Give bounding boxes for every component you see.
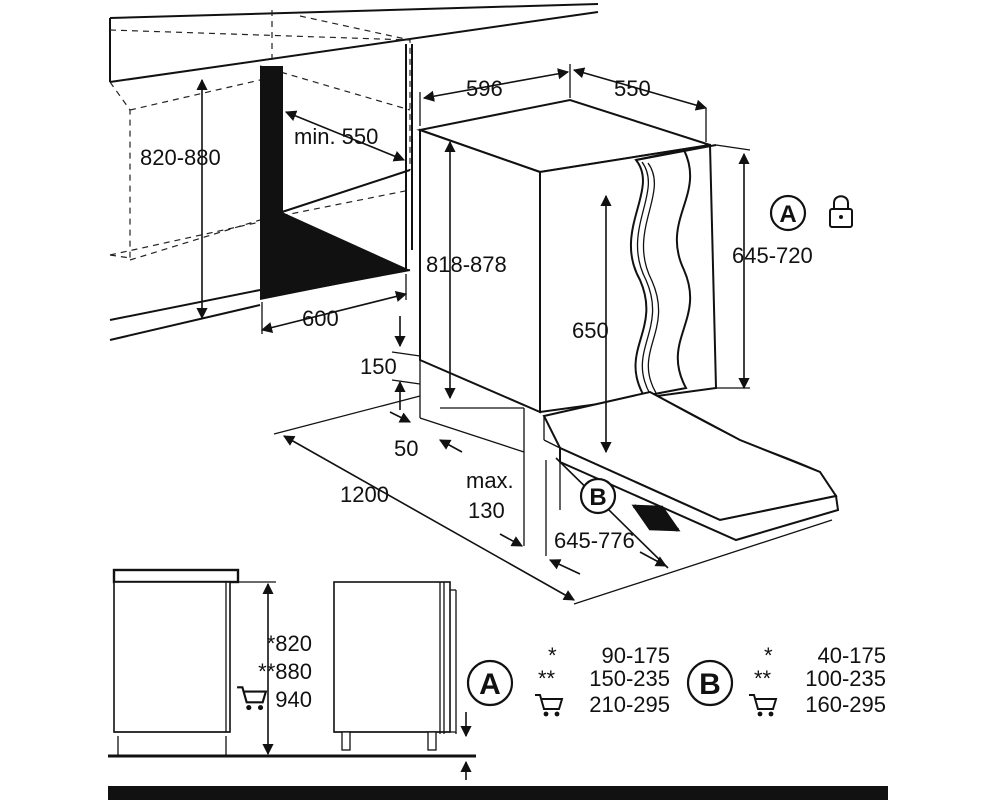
worktop [109, 3, 599, 83]
marker-b-label: B [589, 484, 606, 511]
legend-b-row2: 100-235 [805, 666, 886, 691]
door-clearance-label: 1200 [340, 482, 389, 507]
niche-wall [260, 44, 413, 300]
niche-height-label: 820-880 [140, 145, 221, 170]
legend-a-row3: 210-295 [589, 692, 670, 717]
plinth-height-label: 150 [360, 354, 397, 379]
door-height-a-label: 645-720 [732, 243, 813, 268]
max-value-label: 130 [468, 498, 505, 523]
lock-icon [829, 195, 853, 228]
marker-a-circle: A [769, 194, 807, 232]
side-view-cabinet [112, 568, 240, 756]
max-label: max. [466, 468, 514, 493]
cart-icon [534, 694, 563, 718]
side-height-820: 820 [275, 631, 312, 656]
legend-a: A * 90-175 ** 150-235 210-295 [466, 643, 670, 718]
niche-width-label: 600 [302, 306, 339, 331]
appliance-width-label: 596 [466, 76, 503, 101]
bottom-bar [108, 786, 888, 800]
plinth-depth-label: 50 [394, 436, 418, 461]
marker-a-label: A [779, 201, 796, 228]
appliance-height-label: 818-878 [426, 252, 507, 277]
marker-b-circle: B [579, 477, 617, 515]
door-panel [629, 144, 717, 398]
open-door [542, 390, 840, 542]
side-height-dstar: **880 [258, 659, 312, 684]
legend-a-dstar: ** [538, 666, 556, 691]
legend-b-star: * [764, 643, 773, 668]
legend-a-label: A [479, 668, 501, 701]
appliance-depth-label: 550 [614, 76, 651, 101]
legend-b-dstar: ** [754, 666, 772, 691]
side-height-star: *820 [267, 631, 312, 656]
cart-icon [236, 686, 267, 712]
legend-b-row3: 160-295 [805, 692, 886, 717]
legend-a-row1: 90-175 [601, 643, 670, 668]
niche-depth-label: min. 550 [294, 124, 378, 149]
legend-b: B * 40-175 ** 100-235 160-295 [686, 643, 886, 718]
legend-b-label: B [699, 668, 721, 701]
double-arrow-icon [631, 504, 681, 532]
legend-a-row2: 150-235 [589, 666, 670, 691]
side-view-dishwasher [333, 581, 457, 751]
side-height-880: 880 [275, 659, 312, 684]
side-height-940: 940 [275, 687, 312, 712]
cart-icon [748, 694, 777, 718]
legend-b-row1: 40-175 [817, 643, 886, 668]
inner-height-label: 650 [572, 318, 609, 343]
legend-a-star: * [548, 643, 557, 668]
door-height-b-label: 645-776 [554, 528, 635, 553]
